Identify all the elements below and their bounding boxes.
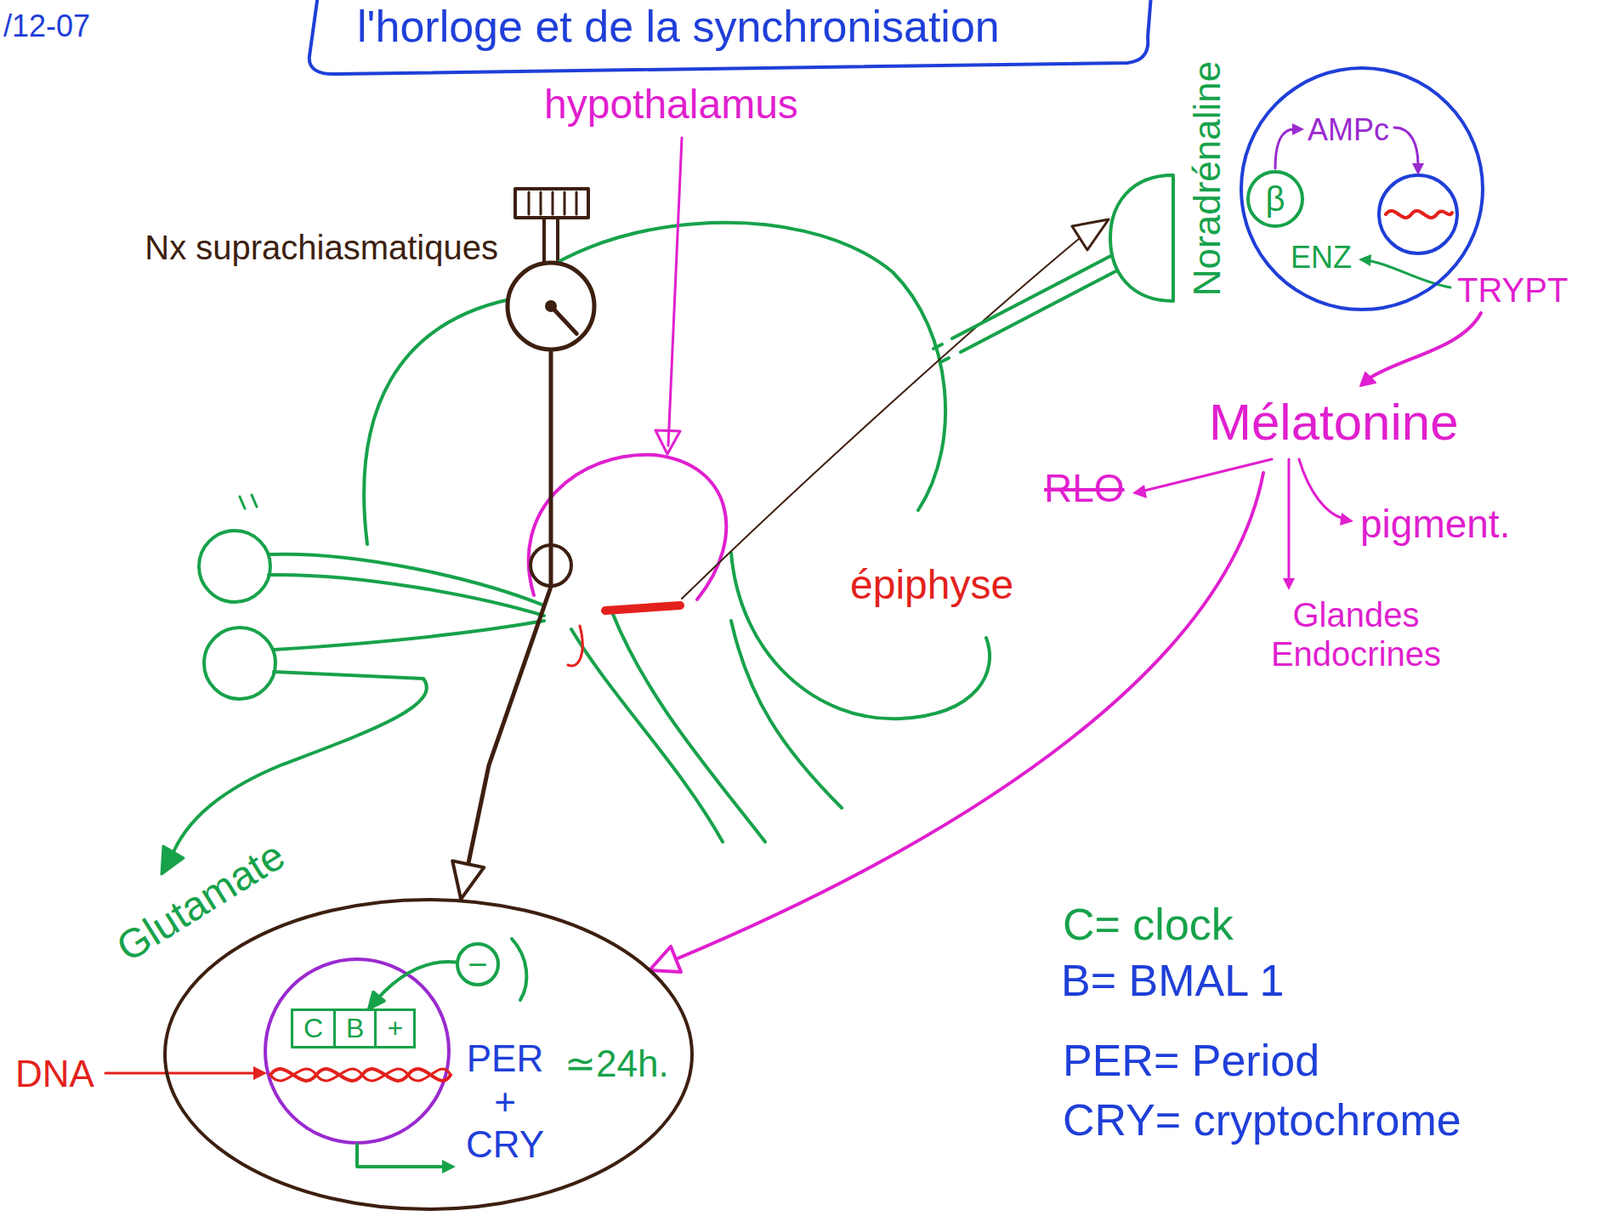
effect-arrow [1299, 459, 1344, 519]
connector-arrowhead [368, 992, 385, 1009]
brain-outline [363, 222, 946, 545]
hypothalamus-outline [528, 454, 727, 600]
camp-arrowhead [1292, 123, 1305, 136]
effect-arrowhead [1282, 578, 1295, 591]
hormone-label: Mélatonine [1208, 392, 1459, 452]
clock-cell: PER + CRY≃24h.−CB+ [163, 897, 694, 1211]
effect-arrowhead [1132, 484, 1147, 499]
dna-pointer [105, 1072, 256, 1075]
node-outline [1105, 170, 1177, 307]
eye [204, 627, 276, 699]
protein-label: PER + CRY [457, 1037, 553, 1167]
abbreviation-note: B= BMAL 1 [1060, 955, 1285, 1007]
title-frame [309, 0, 1152, 74]
terminal-axon-dashes [933, 344, 949, 363]
nerve-terminal: Noradrénaline [1105, 170, 1177, 307]
tryptophan-arrowhead [1358, 254, 1372, 267]
brainstem-line [731, 620, 842, 808]
dna-arrowhead [253, 1066, 267, 1080]
camp-nucleus-arrowhead [1412, 163, 1425, 176]
feedback-arc [511, 938, 527, 1000]
dna-helix [270, 1068, 451, 1081]
receptor-label: β [1246, 170, 1305, 228]
brainstem-line [571, 629, 723, 842]
date-note: /12-07 [3, 8, 91, 44]
neurotransmitter-label: Glutamate [107, 831, 293, 971]
sympathetic-arrowhead [1072, 219, 1109, 250]
optic-nerve [268, 554, 545, 650]
effect-arrowhead [1339, 512, 1354, 526]
clock-face [507, 262, 595, 350]
pinealocyte-cell: AMPcENZ β [1239, 66, 1485, 312]
messenger-label: AMPc [1307, 112, 1390, 148]
expression-arrowhead [442, 1159, 456, 1174]
clock-stem [544, 217, 558, 262]
connector-arrowhead [452, 860, 484, 899]
sign-label: − [455, 941, 500, 987]
sympathetic-fibre [681, 238, 1080, 599]
terminal-axon [952, 251, 1124, 352]
abbreviation-note: C= clock [1062, 899, 1234, 951]
gene-label: B [333, 1010, 375, 1046]
terminal-outline [1110, 175, 1174, 301]
cell-nucleus [265, 958, 449, 1143]
node-outline [504, 260, 597, 352]
receptor-circle: β [1246, 170, 1305, 228]
eye-marks [239, 494, 257, 509]
pineal-mark [605, 605, 681, 611]
effect-label: pigment. [1360, 501, 1510, 547]
effect-arrow [1287, 459, 1291, 582]
eye [198, 530, 271, 602]
gene-label: C [293, 1010, 334, 1046]
pinealocyte-dna [1385, 210, 1453, 218]
title-text: l'horloge et de la synchronisation [357, 1, 1000, 53]
effect-label: Glandes Endocrines [1249, 595, 1463, 674]
dna-label: DNA [15, 1052, 95, 1096]
region-label: hypothalamus [544, 80, 799, 128]
connector-line [368, 961, 456, 1009]
camp-arrow [1275, 129, 1294, 169]
gene-label: + [374, 1010, 414, 1046]
dna-helix [270, 1068, 451, 1081]
pineal-hook [567, 625, 583, 666]
outline [164, 899, 693, 1209]
glutamate-fibre [173, 671, 427, 852]
hypothalamus-pointer [668, 137, 682, 446]
clock-crown-ridges [528, 192, 577, 215]
enzyme-label: ENZ [1290, 239, 1352, 275]
clock-crown [515, 188, 589, 218]
melatonin-synthesis-arrowhead [1360, 372, 1376, 386]
glutamate-arrowhead [161, 845, 184, 874]
feedback-sign: − [455, 941, 500, 987]
clock-pivot [544, 300, 557, 313]
gene-box: CB+ [290, 1008, 416, 1049]
camp-nucleus-arrow [1394, 127, 1419, 165]
region-label: épiphyse [850, 561, 1014, 608]
connector [452, 351, 551, 899]
outline [1241, 68, 1483, 310]
connector [368, 961, 456, 1009]
hypothalamus-arrowhead [655, 430, 681, 454]
clock-symbol: Nx suprachiasmatiques [504, 260, 597, 352]
neurotransmitter-label: Noradrénaline [1185, 61, 1230, 296]
melatonin-feedback-arrow [675, 472, 1264, 959]
nucleus-name: Nx suprachiasmatiques [144, 227, 499, 267]
brainstem-line [612, 612, 766, 842]
expression-arrow [357, 1144, 444, 1167]
melatonin-feedback-arrowhead [649, 946, 681, 972]
period-label: ≃24h. [564, 1042, 670, 1086]
abbreviation-note: CRY= cryptochrome [1062, 1095, 1462, 1147]
precursor-label: TRYPT [1457, 270, 1568, 310]
effect-arrow [1140, 459, 1272, 492]
connector-line [460, 351, 551, 899]
melatonin-synthesis-arrow [1370, 312, 1481, 378]
abbreviation-note: PER= Period [1062, 1035, 1320, 1087]
pinealocyte-nucleus [1378, 175, 1458, 254]
effect-label: RLO [1043, 465, 1125, 511]
